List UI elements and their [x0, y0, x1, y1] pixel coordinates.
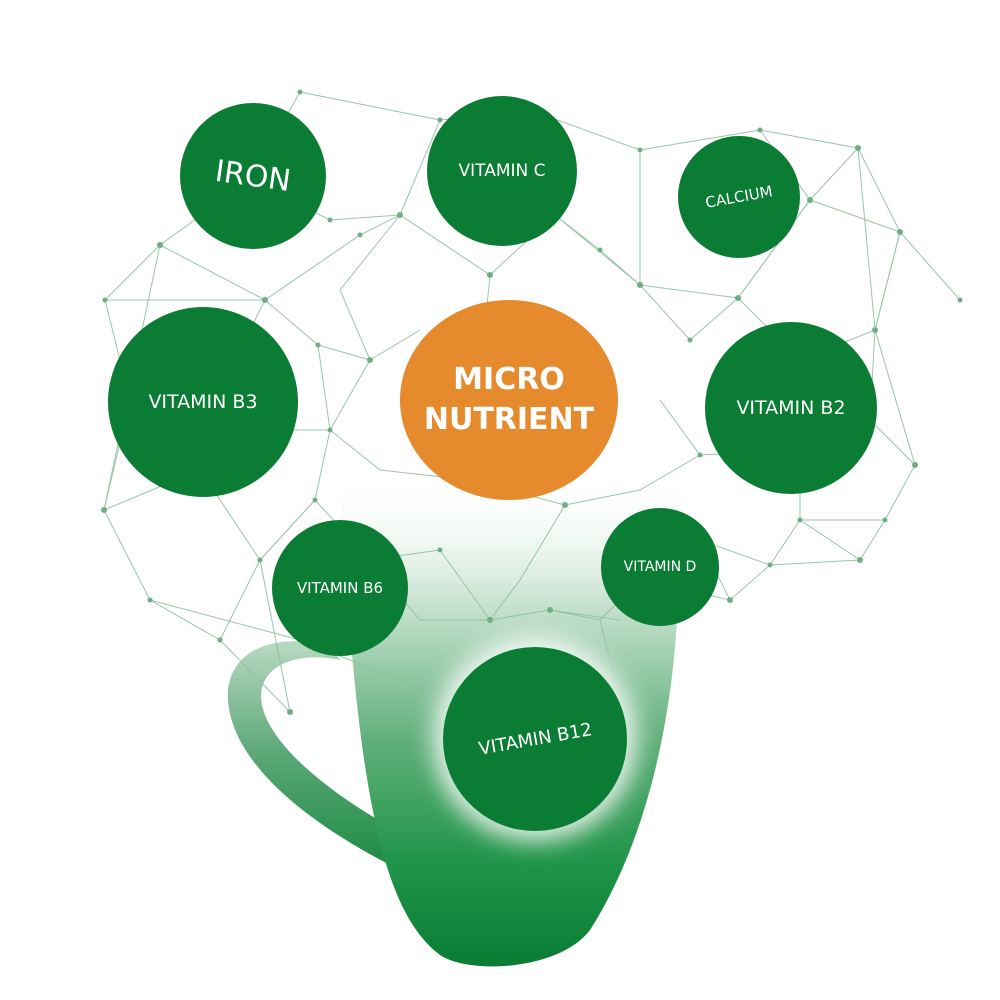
node-micro-nutrient-center: MICRO NUTRIENT	[400, 300, 618, 500]
node-vitamin-b6-label: VITAMIN B6	[296, 579, 384, 597]
node-vitamin-b6: VITAMIN B6	[272, 520, 408, 656]
node-vitamin-c: VITAMIN C	[427, 96, 577, 246]
node-vitamin-b12: VITAMIN B12	[443, 647, 627, 831]
node-vitamin-c-label: VITAMIN C	[458, 161, 546, 181]
node-vitamin-d: VITAMIN D	[601, 508, 719, 626]
node-calcium: CALCIUM	[678, 136, 800, 258]
node-vitamin-b3-label: VITAMIN B3	[148, 391, 258, 413]
node-vitamin-d-label: VITAMIN D	[623, 559, 697, 575]
node-iron: IRON	[180, 103, 326, 249]
node-vitamin-b12-label: VITAMIN B12	[476, 718, 594, 760]
center-label-line2: NUTRIENT	[423, 402, 595, 437]
node-iron-label: IRON	[213, 153, 293, 199]
node-vitamin-b3: VITAMIN B3	[108, 307, 298, 497]
center-label-line1: MICRO	[453, 362, 565, 397]
node-vitamin-b2-label: VITAMIN B2	[736, 397, 846, 419]
node-vitamin-b2: VITAMIN B2	[705, 322, 877, 494]
node-calcium-label: CALCIUM	[703, 182, 774, 212]
cup-handle	[227, 641, 405, 870]
